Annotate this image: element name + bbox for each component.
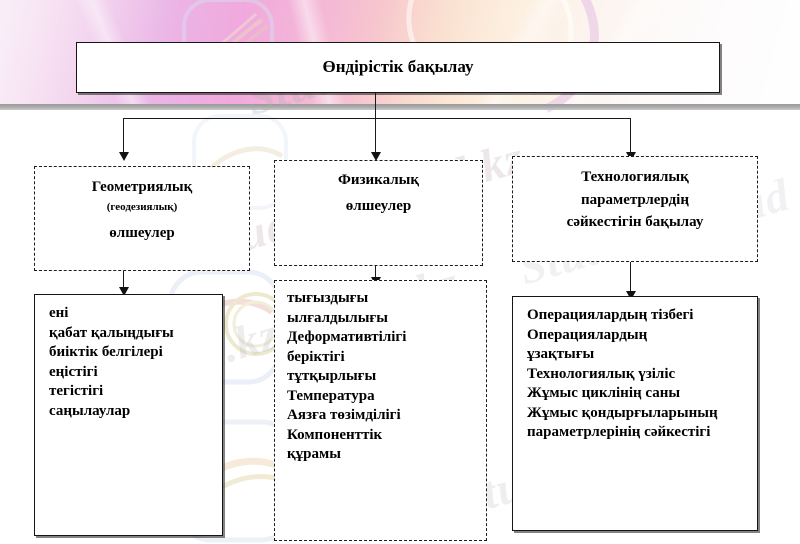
- connector-geometric-to-items: [123, 271, 124, 289]
- list-item: ені: [49, 305, 69, 321]
- node-branch-geometric-line-2: (геодезиялық): [106, 200, 178, 213]
- connector-drop-physical: [375, 118, 376, 154]
- connector-root-stem: [375, 93, 376, 119]
- list-geometric: ені қабат қалыңдығы биіктік белгілері ең…: [49, 304, 174, 421]
- connector-drop-geometric: [123, 118, 124, 154]
- node-branch-technological-line-2: параметрлердің: [581, 191, 689, 208]
- list-item: тегістігі: [49, 383, 104, 399]
- node-items-physical: тығыздығы ылғалдылығы Деформативтілігі б…: [274, 280, 487, 541]
- connector-drop-technological: [630, 118, 631, 154]
- list-item: Компоненттік: [287, 426, 383, 443]
- list-item: тұтқырлығы: [287, 368, 377, 384]
- connector-horizontal-bus: [123, 118, 631, 119]
- list-item: қабат қалыңдығы: [49, 324, 174, 341]
- node-root: Өндірістік бақылау: [76, 42, 720, 93]
- list-item: Технологиялық үзіліс: [527, 365, 676, 382]
- list-item: Аязға төзімділігі: [287, 407, 401, 423]
- node-branch-technological-line-3: сәйкестігін бақылау: [566, 214, 704, 231]
- list-item: беріктігі: [287, 348, 345, 365]
- header-divider-band: [0, 104, 800, 110]
- arrow-technological-items: [626, 291, 636, 300]
- node-branch-technological-line-1: Технологиялық: [581, 169, 689, 185]
- list-item: биіктік белгілері: [49, 344, 163, 360]
- list-item: ұзақтығы: [527, 346, 595, 362]
- node-branch-geometric-line-1: Геометриялық: [91, 179, 193, 195]
- list-item: тығыздығы: [287, 290, 369, 306]
- node-branch-geometric-line-3: өлшеулер: [109, 224, 175, 241]
- node-items-geometric: ені қабат қалыңдығы биіктік белгілері ең…: [34, 294, 223, 536]
- list-item: ылғалдылығы: [287, 309, 388, 326]
- node-branch-physical-line-1: Физикалық: [337, 172, 419, 188]
- arrow-geometric-items: [119, 287, 129, 296]
- node-branch-physical: Физикалық өлшеулер: [274, 160, 483, 266]
- list-item: Жұмыс циклінің саны: [527, 385, 681, 401]
- list-item: Операциялардың тізбегі: [527, 307, 694, 323]
- connector-technological-to-items: [630, 262, 631, 294]
- node-root-label: Өндірістік бақылау: [322, 57, 474, 77]
- list-item: саңылаулар: [49, 402, 131, 419]
- list-item: Температура: [287, 387, 375, 404]
- list-technological: Операциялардың тізбегі Операциялардың ұз…: [527, 306, 718, 443]
- list-item: Жұмыс қондырғыларының: [527, 404, 718, 421]
- arrow-physical: [371, 152, 381, 161]
- list-item: құрамы: [287, 446, 341, 462]
- connector-physical-to-items: [375, 266, 376, 280]
- node-items-technological: Операциялардың тізбегі Операциялардың ұз…: [512, 296, 758, 531]
- node-branch-physical-line-2: өлшеулер: [345, 197, 412, 214]
- node-branch-technological: Технологиялық параметрлердің сәйкестігін…: [512, 156, 758, 262]
- list-item: еңістігі: [49, 363, 98, 380]
- arrow-geometric: [119, 152, 129, 161]
- list-item: параметрлерінің сәйкестігі: [527, 424, 711, 440]
- list-physical: тығыздығы ылғалдылығы Деформативтілігі б…: [287, 289, 406, 465]
- list-item: Деформативтілігі: [287, 329, 407, 345]
- node-branch-geometric: Геометриялық (геодезиялық) өлшеулер: [34, 166, 250, 271]
- list-item: Операциялардың: [527, 326, 648, 343]
